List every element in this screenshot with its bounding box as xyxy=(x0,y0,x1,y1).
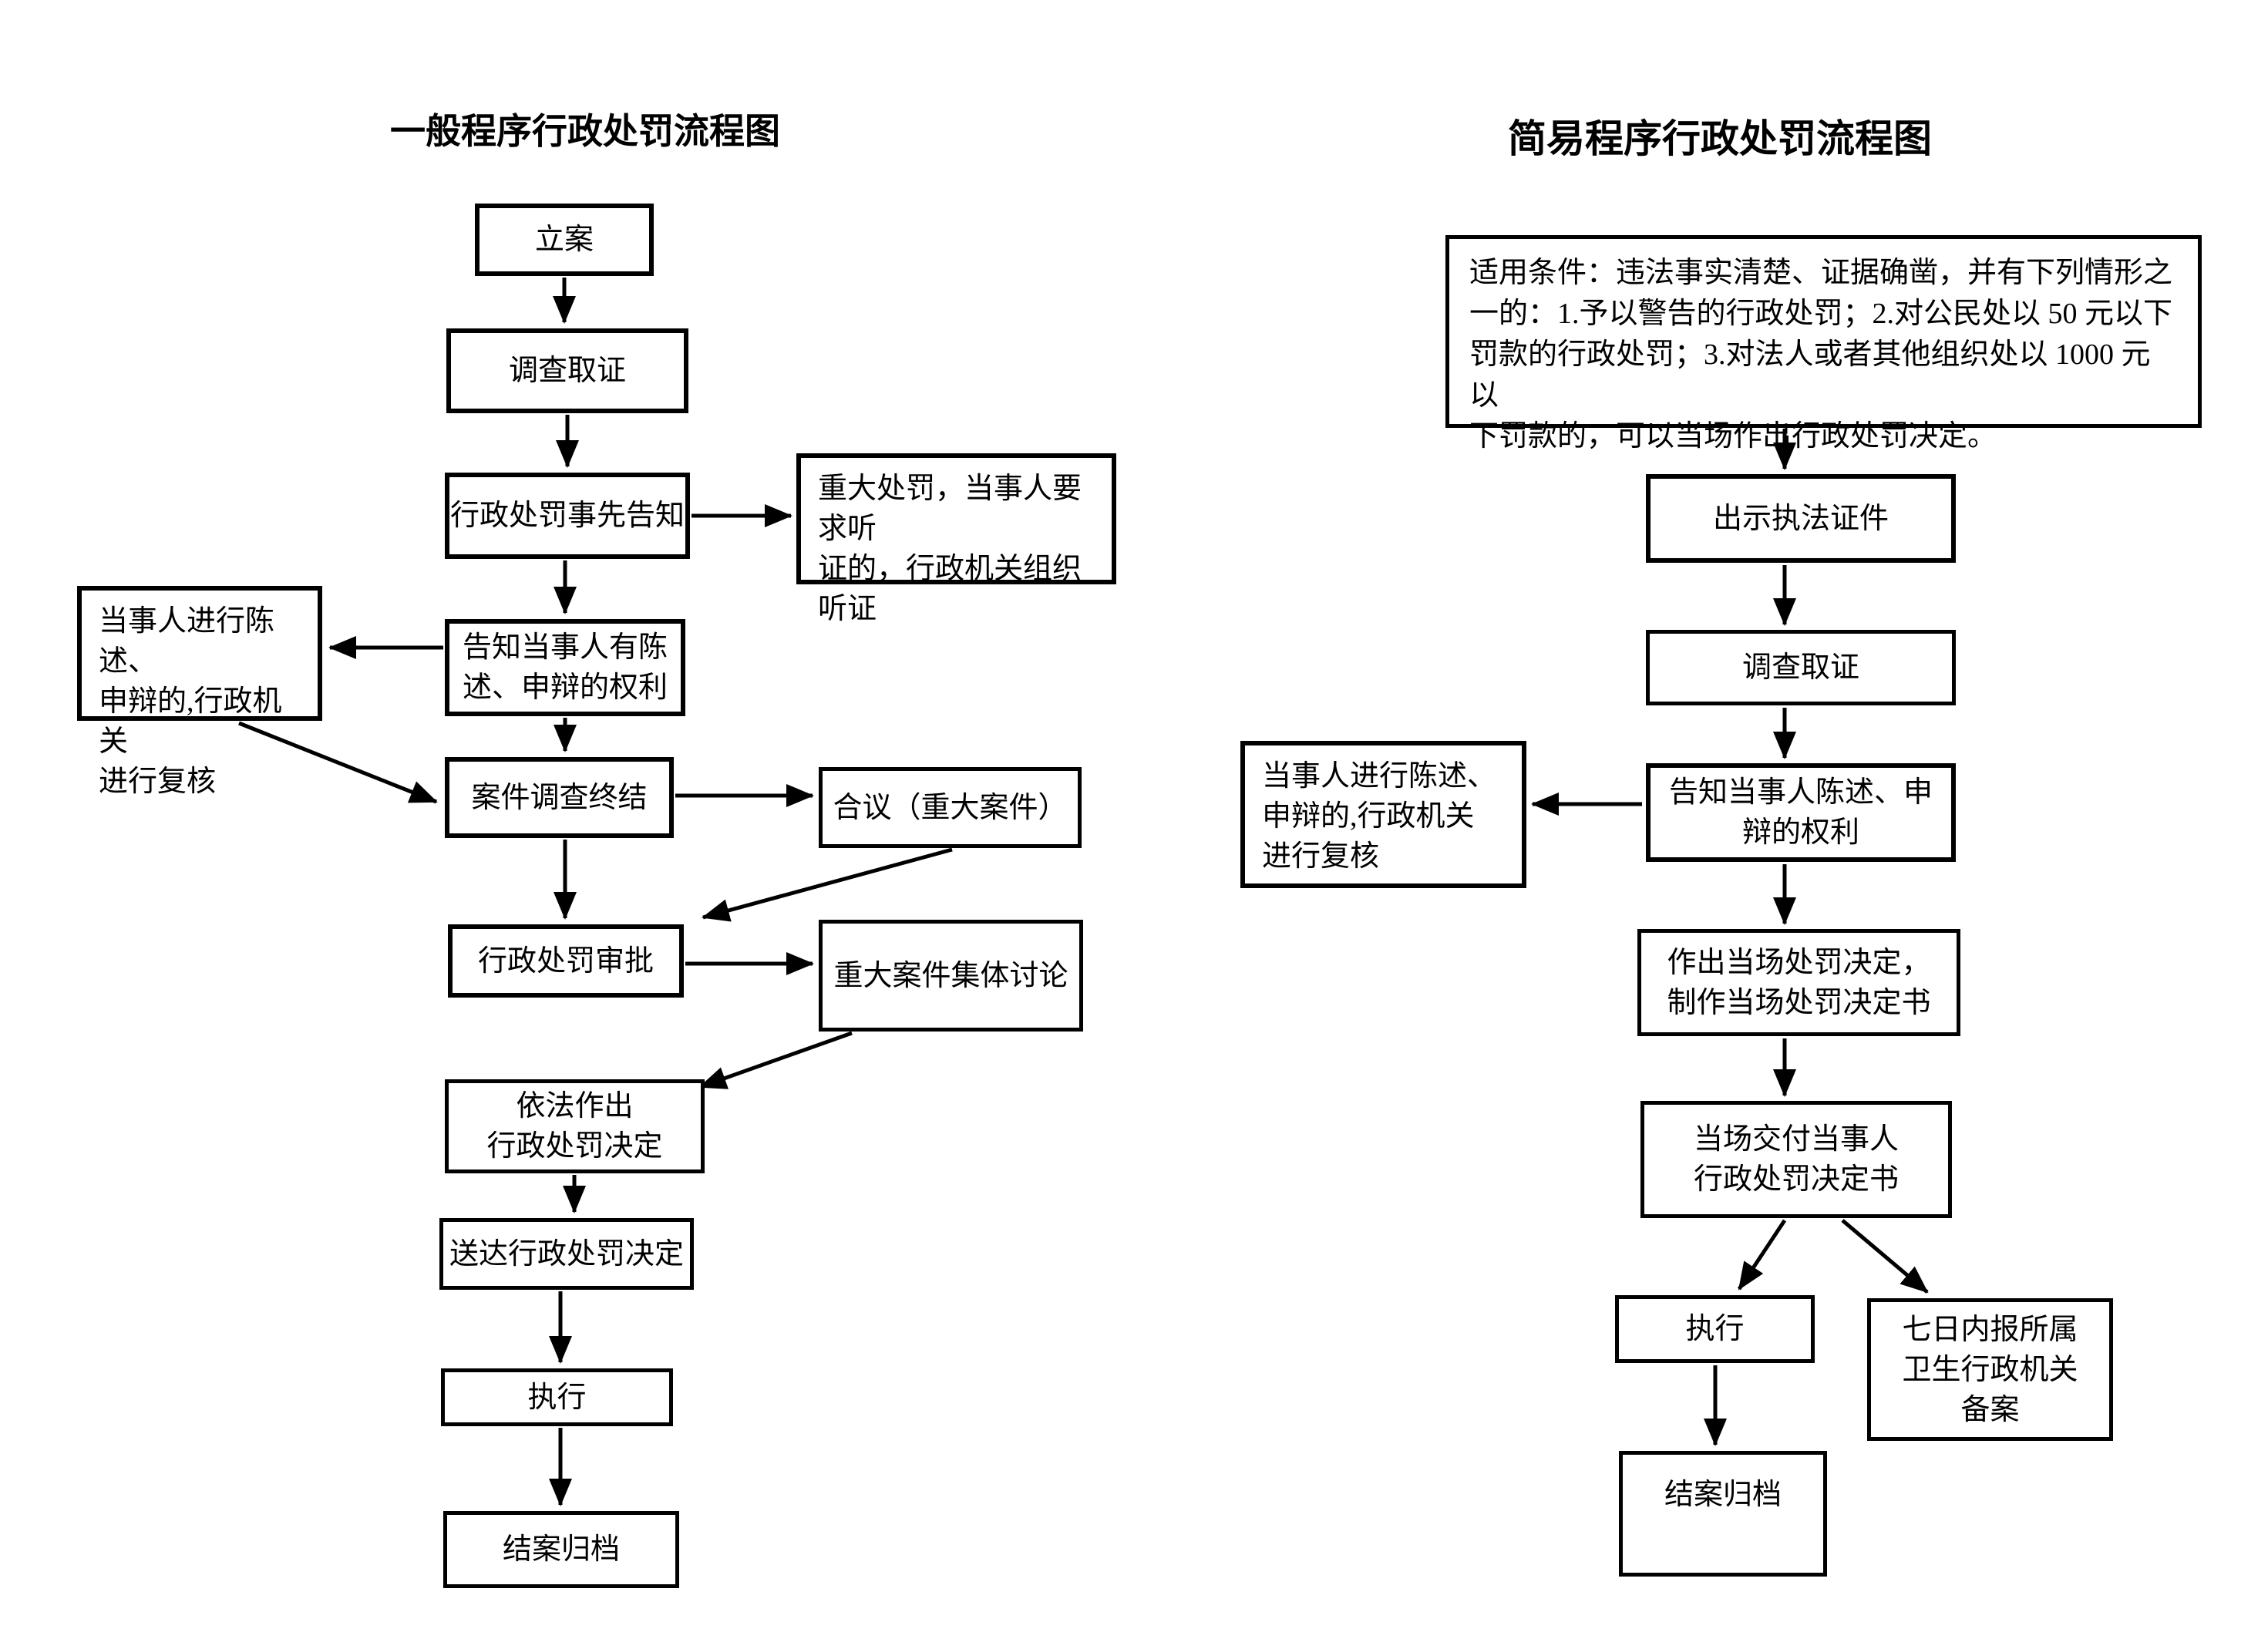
node-deliver-decision: 当场交付当事人 行政处罚决定书 xyxy=(1640,1101,1952,1218)
node-advance-notice: 行政处罚事先告知 xyxy=(445,473,690,559)
left-chart-title: 一般程序行政处罚流程图 xyxy=(390,111,780,151)
node-archive: 结案归档 xyxy=(443,1511,679,1588)
node-penalty-approval: 行政处罚审批 xyxy=(448,924,684,998)
node-collective-discussion: 重大案件集体讨论 xyxy=(819,920,1083,1032)
node-investigation-end: 案件调查终结 xyxy=(445,757,674,838)
node-execution: 执行 xyxy=(441,1368,673,1426)
node-make-decision: 依法作出 行政处罚决定 xyxy=(445,1079,705,1173)
node-applicable-conditions: 适用条件：违法事实清楚、证据确凿，并有下列情形之 一的：1.予以警告的行政处罚；… xyxy=(1445,235,2202,453)
node-inform-rights-r: 告知当事人陈述、申 辩的权利 xyxy=(1646,763,1956,862)
node-show-credentials: 出示执法证件 xyxy=(1646,474,1956,563)
node-inform-rights: 告知当事人有陈 述、申辩的权利 xyxy=(445,619,685,716)
node-evidence-collection: 调查取证 xyxy=(446,328,688,413)
node-hearing: 重大处罚，当事人要求听 证的，行政机关组织听证 xyxy=(796,453,1116,625)
node-statement-review-r: 当事人进行陈述、 申辩的,行政机关 进行复核 xyxy=(1240,741,1526,888)
right-chart-title: 简易程序行政处罚流程图 xyxy=(1508,117,1932,160)
node-onsite-decision: 作出当场处罚决定， 制作当场处罚决定书 xyxy=(1637,929,1960,1036)
node-case-filing: 立案 xyxy=(475,204,654,276)
node-serve-decision: 送达行政处罚决定 xyxy=(439,1218,694,1290)
node-deliberation: 合议（重大案件） xyxy=(819,767,1082,848)
node-execution-r: 执行 xyxy=(1615,1295,1815,1363)
node-report-record: 七日内报所属 卫生行政机关 备案 xyxy=(1867,1298,2113,1441)
node-archive-r: 结案归档 xyxy=(1619,1451,1827,1577)
node-evidence-collection-r: 调查取证 xyxy=(1646,630,1956,705)
